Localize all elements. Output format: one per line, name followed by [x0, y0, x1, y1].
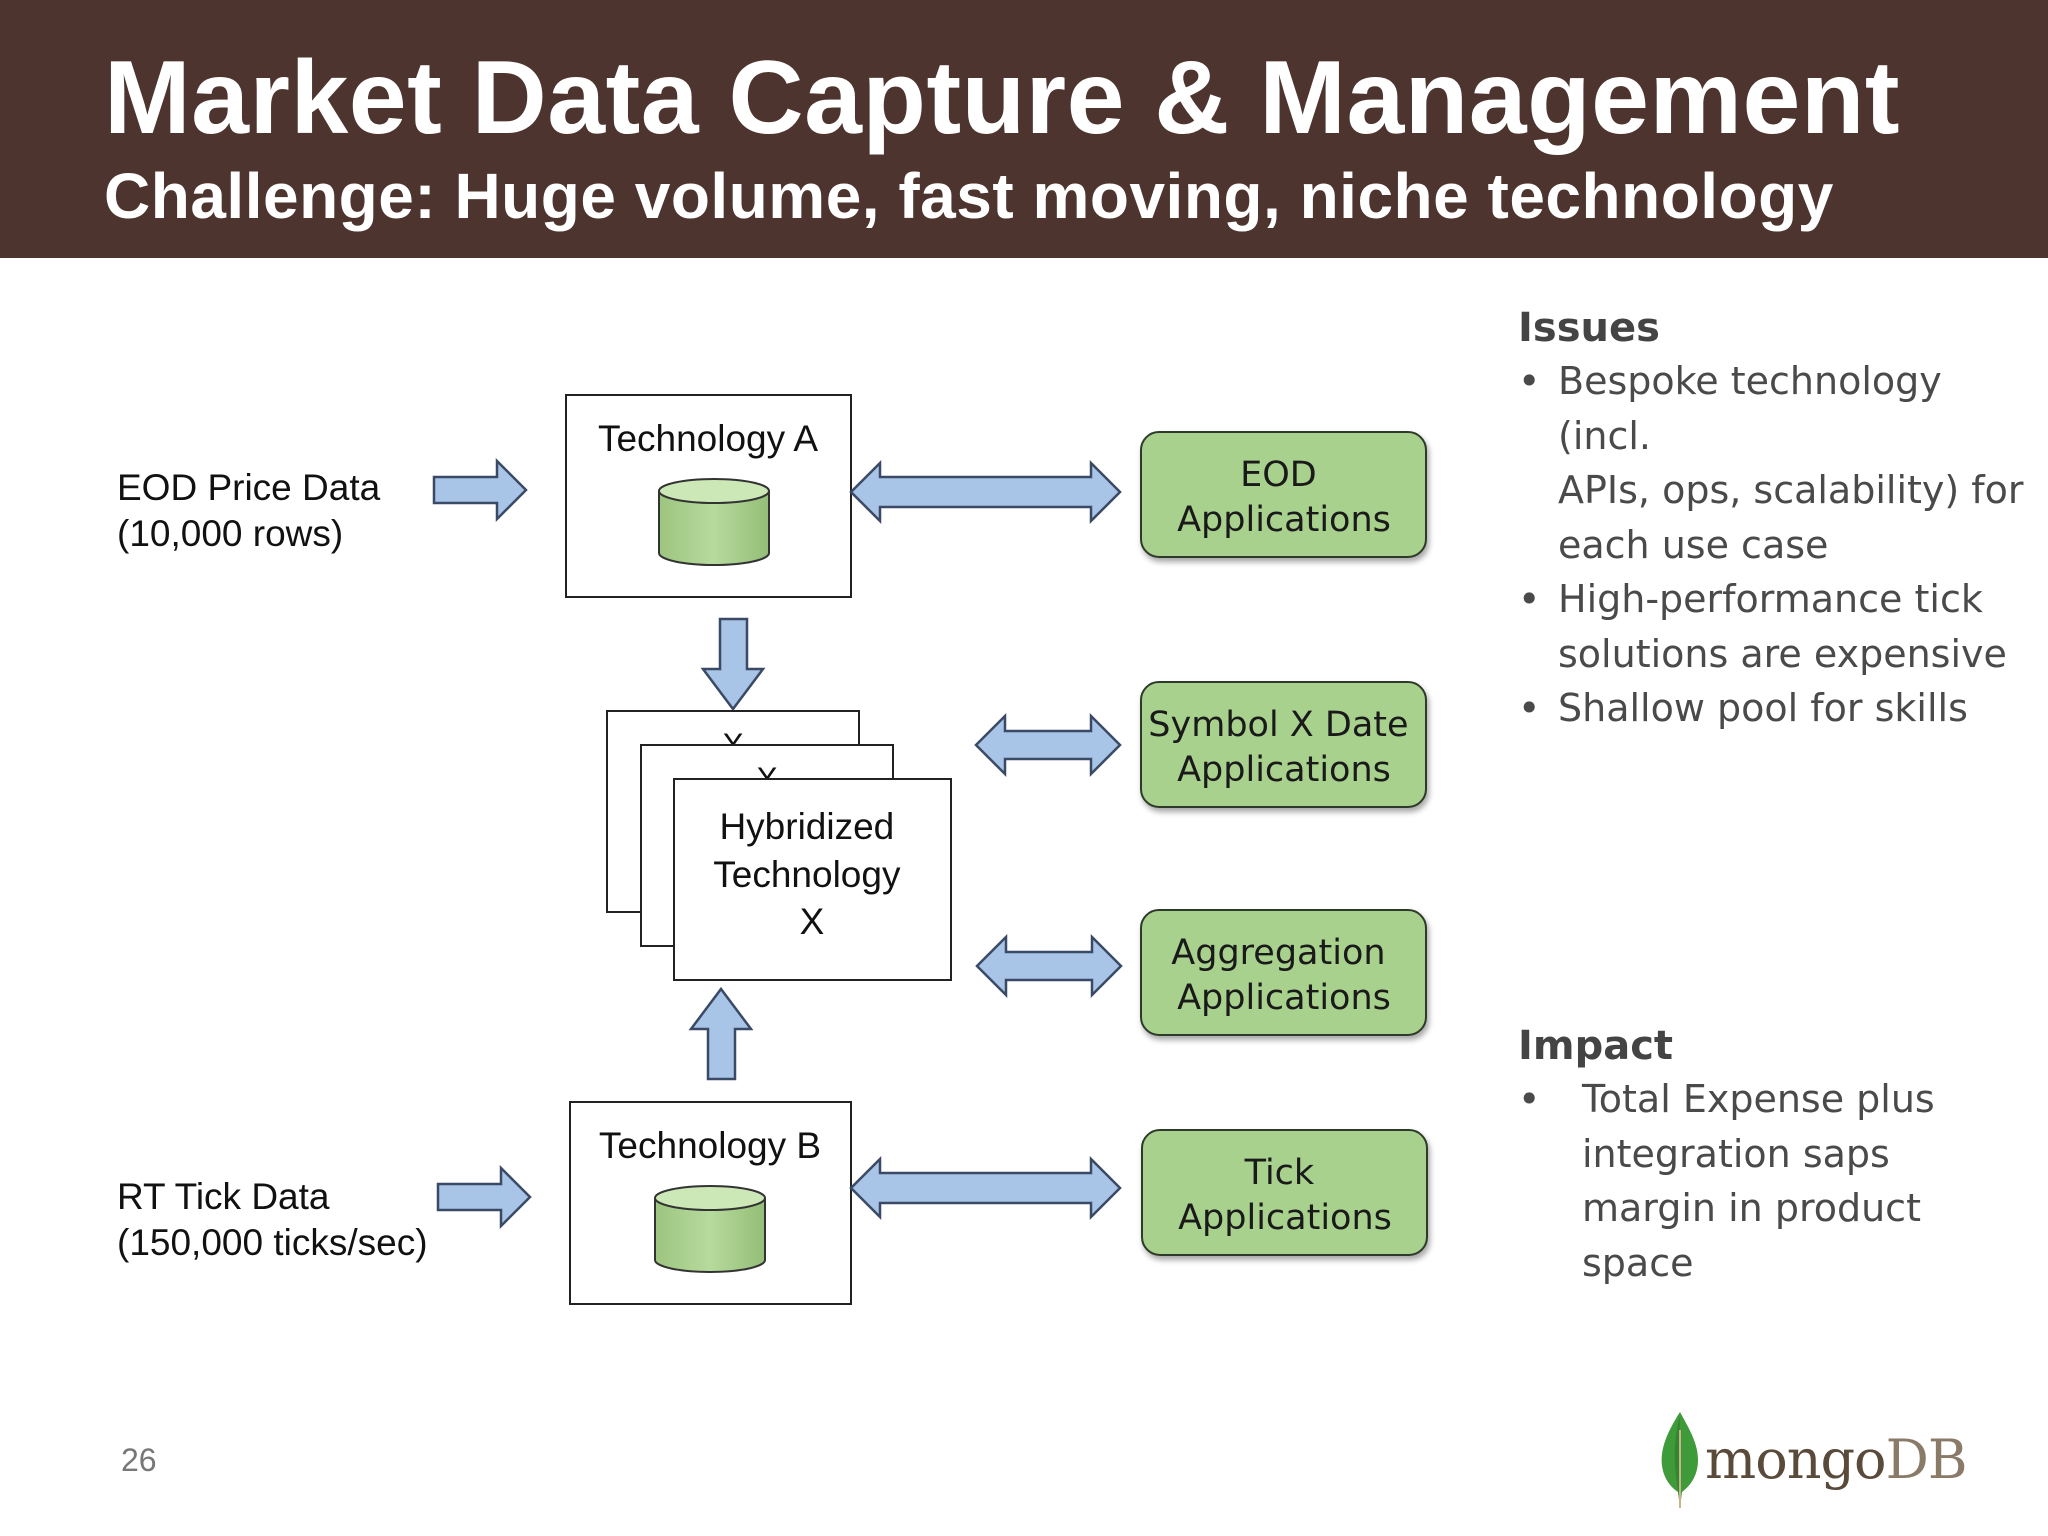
- eod-source-line2: (10,000 rows): [117, 513, 343, 554]
- issue-line: Shallow pool for skills: [1558, 686, 1968, 730]
- issue-line: Bespoke technology (incl.: [1558, 359, 1942, 458]
- tick-source-line2: (150,000 ticks/sec): [117, 1222, 428, 1263]
- impact-list: • Total Expense plus integration saps ma…: [1518, 1072, 2038, 1290]
- impact-panel: Impact • Total Expense plus integration …: [1518, 1020, 2038, 1290]
- bullet-icon: •: [1518, 686, 1541, 730]
- bullet-icon: •: [1518, 1077, 1541, 1121]
- issue-item: • Shallow pool for skills: [1518, 681, 2038, 736]
- down-arrow: [700, 617, 766, 712]
- tick-double-arrow: [849, 1155, 1122, 1221]
- logo-text-mongo: mongo: [1705, 1428, 1887, 1491]
- impact-line: margin in product: [1582, 1186, 1921, 1230]
- architecture-diagram: EOD Price Data (10,000 rows) RT Tick Dat…: [117, 394, 1428, 1305]
- eod-applications-box: EOD Applications: [1140, 431, 1427, 558]
- hybrid-line3: X: [800, 901, 825, 942]
- mongodb-wordmark: mongoDB: [1705, 1428, 1968, 1491]
- hybrid-line1: Hybridized: [719, 806, 894, 847]
- aggregation-applications-box: Aggregation Applications: [1140, 909, 1427, 1036]
- hybridized-technology-label: Hybridized Technology X: [713, 806, 910, 942]
- technology-b-database-icon: [654, 1185, 766, 1273]
- slide-subtitle: Challenge: Huge volume, fast moving, nic…: [104, 160, 1834, 232]
- logo-text-db: DB: [1885, 1428, 1968, 1491]
- technology-b-label: Technology B: [599, 1125, 821, 1166]
- eod-applications-label: EOD Applications: [1177, 455, 1391, 540]
- tick-applications-box: Tick Applications: [1141, 1129, 1428, 1256]
- issue-line: each use case: [1558, 522, 1829, 567]
- tick-app-line2: Applications: [1178, 1198, 1392, 1238]
- impact-heading: Impact: [1518, 1023, 1674, 1069]
- eod-double-arrow: [849, 459, 1122, 525]
- aggregation-applications-label: Aggregation Applications: [1171, 933, 1396, 1018]
- tick-applications-label: Tick Applications: [1178, 1153, 1392, 1238]
- hybridized-technology-box: [673, 778, 952, 981]
- issue-line: APIs, ops, scalability) for: [1558, 468, 2024, 512]
- bullet-icon: •: [1518, 359, 1541, 403]
- impact-line: space: [1582, 1240, 1694, 1285]
- aggregation-double-arrow: [975, 933, 1123, 999]
- tick-input-arrow: [436, 1164, 532, 1230]
- eod-app-line2: Applications: [1177, 500, 1391, 540]
- eod-source-line1: EOD Price Data: [117, 467, 381, 508]
- issues-list: • Bespoke technology (incl. APIs, ops, s…: [1518, 354, 2038, 736]
- technology-a-label: Technology A: [598, 418, 818, 459]
- issue-line: solutions are expensive: [1558, 631, 2007, 676]
- tick-app-line1: Tick: [1244, 1153, 1315, 1193]
- symbol-app-line2: Applications: [1177, 750, 1391, 790]
- mongodb-logo: mongoDB: [1654, 1410, 1968, 1510]
- slide-title: Market Data Capture & Management: [104, 40, 1900, 156]
- issues-panel: Issues • Bespoke technology (incl. APIs,…: [1518, 302, 2038, 736]
- eod-source-label: EOD Price Data (10,000 rows): [117, 467, 390, 554]
- symbol-x-date-applications-label: Symbol X Date Applications: [1148, 705, 1419, 790]
- bullet-icon: •: [1518, 577, 1541, 621]
- tick-source-label: RT Tick Data (150,000 ticks/sec): [117, 1176, 428, 1263]
- up-arrow: [688, 986, 754, 1081]
- eod-input-arrow: [432, 457, 528, 523]
- symbol-date-double-arrow: [974, 712, 1122, 778]
- tick-source-line1: RT Tick Data: [117, 1176, 330, 1217]
- impact-item: • Total Expense plus integration saps ma…: [1518, 1072, 2038, 1290]
- mongodb-leaf-icon: [1661, 1412, 1698, 1508]
- issue-item: • Bespoke technology (incl. APIs, ops, s…: [1518, 354, 2038, 572]
- hybrid-line2: Technology: [713, 854, 901, 895]
- page-number: 26: [121, 1442, 157, 1478]
- aggregation-app-line2: Applications: [1177, 978, 1391, 1018]
- title-banner: Market Data Capture & Management Challen…: [0, 0, 2048, 258]
- eod-app-line1: EOD: [1240, 455, 1317, 495]
- technology-a-database-icon: [658, 478, 770, 566]
- aggregation-app-line1: Aggregation: [1171, 933, 1385, 973]
- symbol-app-line1: Symbol X Date: [1148, 705, 1408, 745]
- impact-line: integration saps: [1582, 1131, 1890, 1176]
- issue-line: High-performance tick: [1558, 577, 1983, 621]
- issues-heading: Issues: [1518, 305, 1660, 351]
- issue-item: • High-performance tick solutions are ex…: [1518, 572, 2038, 681]
- impact-line: Total Expense plus: [1582, 1077, 1935, 1121]
- symbol-x-date-applications-box: Symbol X Date Applications: [1140, 681, 1427, 808]
